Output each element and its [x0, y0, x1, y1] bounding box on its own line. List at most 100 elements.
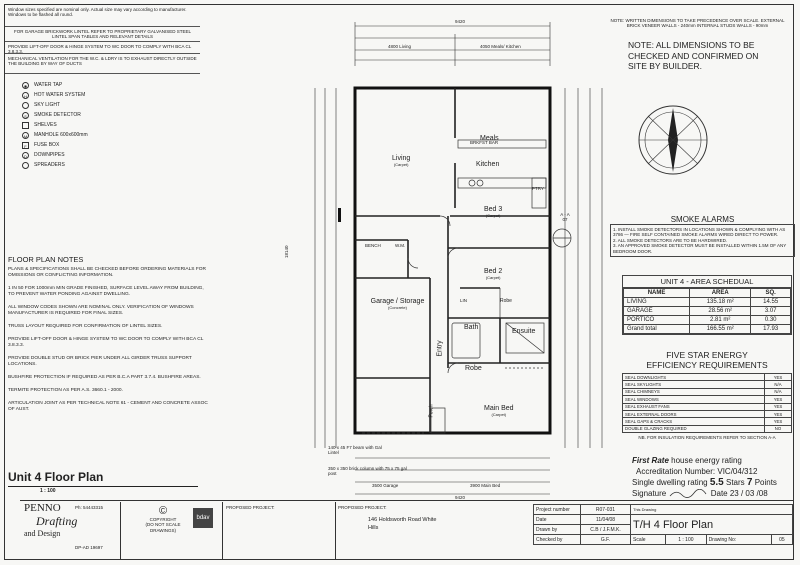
window-note: Window sizes specified are nominal only.… — [5, 5, 200, 27]
proposed-project-address: 146 Holdsworth Road White Hills — [368, 517, 437, 531]
signature-icon — [670, 489, 707, 499]
room-meals-label: Meals — [480, 135, 499, 142]
room-meals: Meals — [480, 135, 499, 142]
area-header-cell: NAME — [622, 288, 691, 298]
company-dp: DP-AD 19697 — [75, 545, 103, 550]
drawn-by-label: Drawn by — [533, 524, 581, 535]
room-kitchen-label: Kitchen — [476, 161, 500, 168]
legend-label: SHELVES — [34, 122, 57, 128]
area-cell: 28.56 m² — [689, 306, 752, 316]
room-robe: Robe — [465, 365, 482, 372]
requirement-name: DOUBLE GLAZING REQUIRED — [622, 424, 765, 434]
five-star-title-2: EFFICIENCY REQUIREMENTS — [646, 360, 768, 370]
floor-plan-note: BUSHFIRE PROTECTION IF REQUIRED AS PER B… — [8, 375, 201, 380]
floor-plan-note: 1 IN 50 FOR 1000mm MIN GRADE FINISHED, S… — [8, 286, 204, 297]
copyright-label: COPYRIGHT — [149, 517, 177, 522]
room-garage: Garage / Storage(Concrete) — [370, 298, 425, 310]
proposed-project-label-2: PROPOSED PROJECT: — [338, 505, 387, 510]
area-header-cell: SQ. — [750, 288, 791, 298]
water-tap-icon: ✱ — [22, 81, 29, 89]
room-main-bed-floor: (Carpet) — [491, 412, 507, 417]
room-bed2-floor: (Carpet) — [485, 275, 501, 280]
area-cell: 0.30 — [750, 315, 791, 325]
project-number-label: Project number — [533, 504, 581, 515]
title-divider-3 — [335, 502, 336, 560]
requirement-name: SEAL CHIMNEYS — [622, 387, 765, 397]
date-label-tb: Date — [533, 514, 581, 525]
plan-title: Unit 4 Floor Plan — [8, 470, 104, 484]
smoke-alarms-title: SMOKE ALARMS — [670, 215, 735, 224]
downpipe-icon: D — [22, 151, 29, 159]
shelves-icon — [22, 121, 29, 129]
floor-plan-notes: FLOOR PLAN NOTES PLANS & SPECIFICATIONS … — [8, 255, 208, 420]
legend-label: DOWNPIPES — [34, 152, 65, 158]
date-value: 23 / 03 /08 — [729, 489, 768, 498]
room-main-bed: Main Bed(Carpet) — [484, 405, 514, 417]
area-cell: 2.81 m² — [689, 315, 752, 325]
north-compass-icon — [638, 105, 708, 175]
room-bath: Bath — [464, 324, 478, 331]
room-bed3: Bed 3(Carpet) — [484, 206, 502, 218]
floor-plan-note: PROVIDE DOUBLE STUD OR BRICK PIER UNDER … — [8, 356, 192, 367]
room-living-floor: (Carpet) — [393, 162, 409, 167]
legend-label: SKY LIGHT — [34, 102, 61, 108]
section-marker-label: A - A — [560, 212, 570, 217]
smoke-alarms-box: SMOKE ALARMS 1. INSTALL SMOKE DETECTORS … — [610, 215, 795, 258]
requirement-value: NO — [764, 424, 792, 434]
room-bed2-label: Bed 2 — [484, 268, 503, 275]
area-header-cell: AREA — [689, 288, 752, 298]
requirement-name: SEAL WINDOWS — [622, 395, 765, 404]
drawn-by: C.B / J.F.M.K. — [580, 524, 631, 535]
area-cell: 14.55 — [750, 297, 791, 307]
legend-row: ✱WATER TAP — [22, 80, 142, 90]
company-phone: Ph: 54443315 — [75, 505, 104, 510]
copyright-block: © COPYRIGHT (DO NOT SCALE DRAWINGS) — [138, 505, 188, 533]
dimensions-note-line-1: NOTE: ALL DIMENSIONS TO BE — [628, 40, 755, 50]
dim-bottom-left: 3500 Garage — [372, 483, 399, 488]
manhole-icon: M — [22, 131, 29, 139]
company-line-1: PENNO — [24, 502, 61, 514]
title-block — [20, 500, 794, 561]
points-label: Points — [754, 478, 777, 487]
room-garage-floor: (Concrete) — [388, 305, 407, 310]
plan-scale: 1 : 100 — [40, 488, 56, 494]
room-robe-label: Robe — [465, 365, 482, 372]
requirement-name: SEAL GAPS & CRACKS — [622, 417, 765, 426]
scale-label: Scale — [629, 534, 667, 545]
energy-rating-brand: First Rate — [632, 456, 669, 465]
rating-label: Single dwelling rating — [632, 478, 708, 487]
smoke-alarm-item: 1. INSTALL SMOKE DETECTORS IN LOCATIONS … — [613, 227, 786, 238]
area-cell: 166.55 m² — [689, 324, 752, 334]
smoke-alarm-item: 2. ALL SMOKE DETECTORS ARE TO BE HARDWIR… — [613, 237, 728, 243]
room-robe2: Robe — [500, 298, 512, 304]
room-entry: Entry — [437, 340, 444, 356]
hot-water-icon: H — [22, 91, 29, 99]
area-cell: GARAGE — [622, 306, 691, 316]
floor-plan-note: ALL WINDOW CODES SHOWN ARE NOMINAL ONLY.… — [8, 305, 194, 316]
room-main-bed-label: Main Bed — [484, 405, 514, 412]
rating-value: 5.5 — [709, 477, 724, 488]
smoke-detector-icon: S — [22, 111, 29, 119]
spreader-icon — [22, 161, 29, 169]
drawing-title: T/H 4 Floor Plan — [630, 514, 793, 535]
stars-value: 7 — [746, 477, 753, 488]
signature-label: Signature — [632, 489, 667, 498]
floor-plan-drawing — [314, 22, 603, 495]
sky-light-icon — [22, 101, 29, 109]
